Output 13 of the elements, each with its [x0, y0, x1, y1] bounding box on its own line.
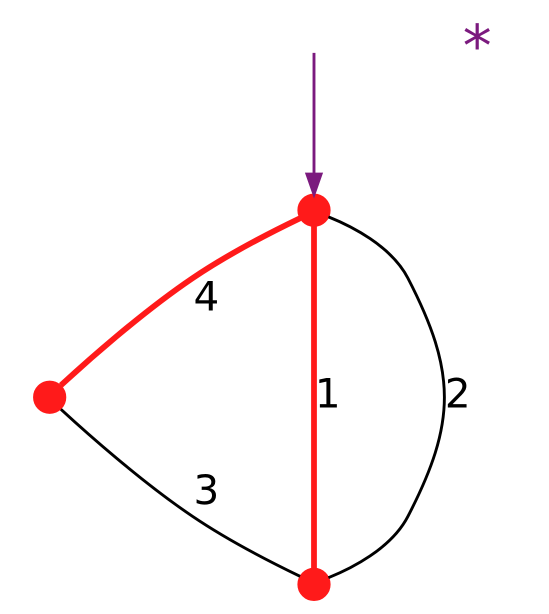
node-circle: [32, 380, 66, 414]
connector: [59, 408, 300, 578]
connector: [310, 226, 316, 568]
connector: [58, 216, 301, 388]
edge-label: 4: [193, 272, 219, 320]
edge-label: 1: [314, 369, 340, 418]
arrow: [304, 52, 323, 199]
edge-label: 2: [444, 369, 470, 418]
connector: [327, 216, 446, 579]
node-circle: [296, 194, 330, 227]
edge-label: 3: [193, 466, 219, 514]
label: *: [462, 12, 492, 80]
node-circle: [296, 568, 330, 601]
